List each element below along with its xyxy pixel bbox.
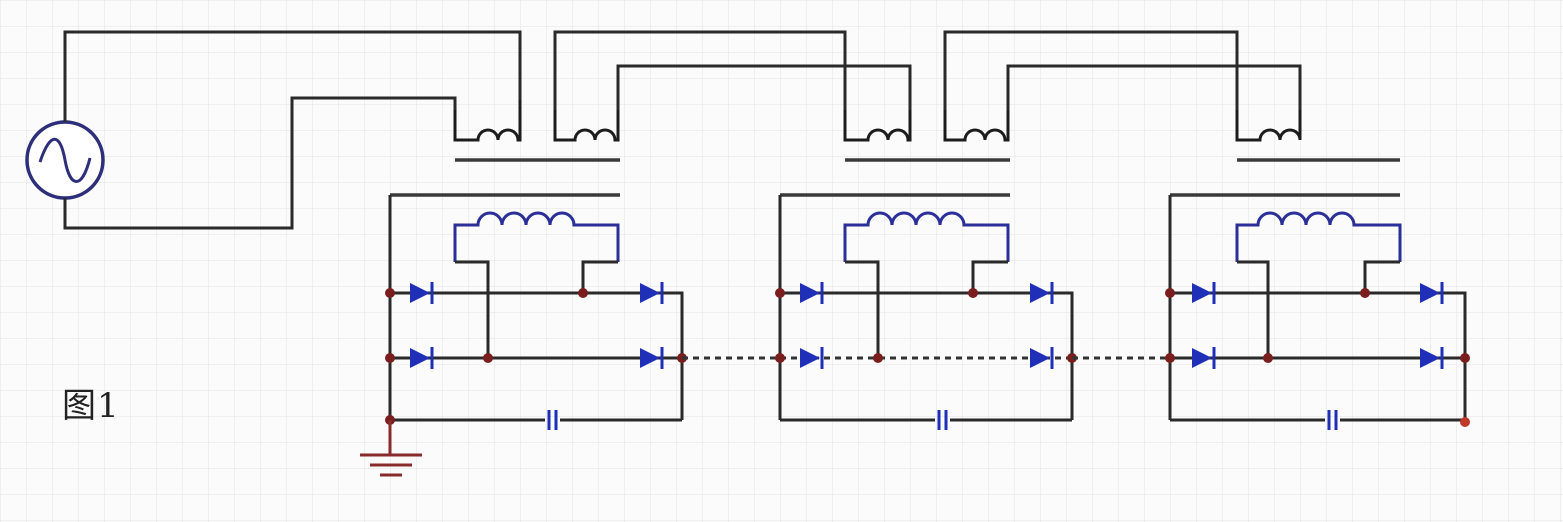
primary-wiring	[63, 30, 1302, 230]
stage-3	[1165, 195, 1470, 430]
transformer-cores	[390, 158, 1400, 197]
ac-source	[25, 120, 105, 200]
figure-label: 图1	[62, 386, 120, 426]
ground-symbol	[360, 420, 422, 477]
stage-2	[775, 195, 1077, 430]
primary-coils	[453, 100, 1302, 142]
stage-1	[385, 195, 687, 430]
